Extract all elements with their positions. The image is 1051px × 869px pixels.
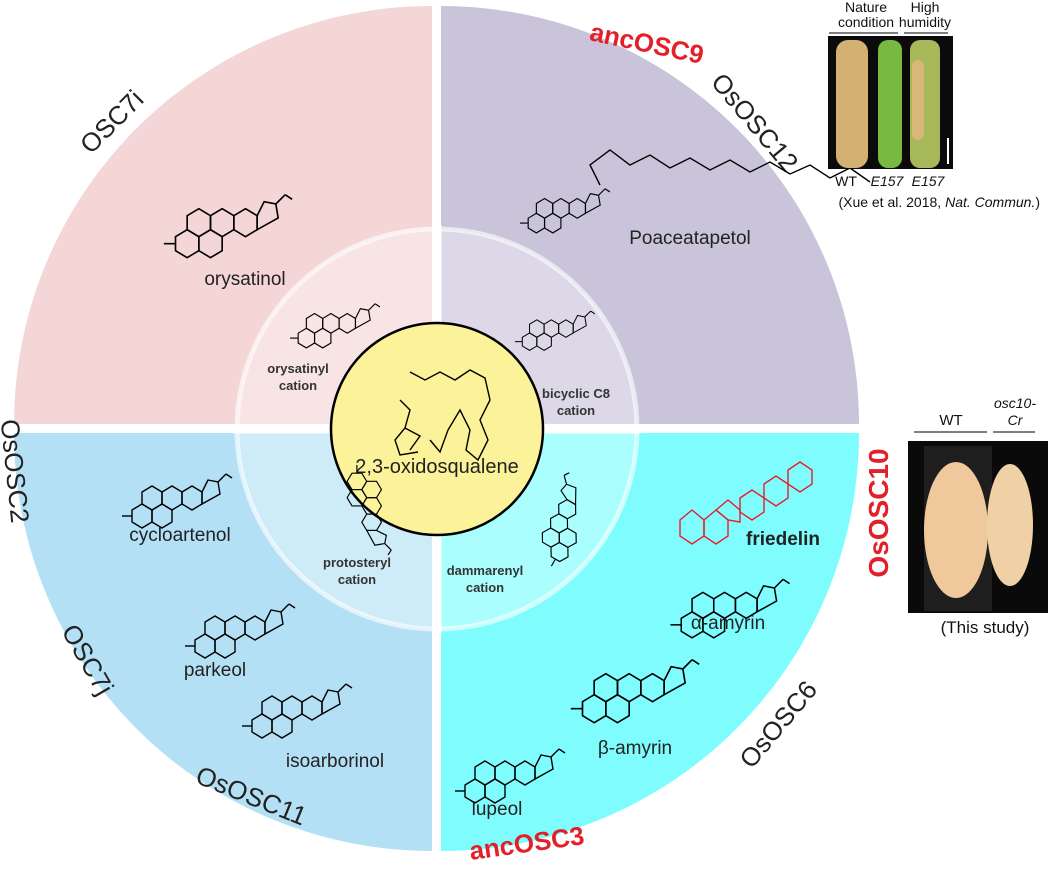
quadrant-bottom-right bbox=[441, 433, 859, 851]
poaceatapetol-structure bbox=[520, 149, 871, 234]
product-poaceatapetol: Poaceatapetol bbox=[629, 228, 751, 249]
product-cycloartenol: cycloartenol bbox=[129, 525, 230, 546]
lane-wt: WT bbox=[835, 173, 857, 189]
product-orysatinol: orysatinol bbox=[204, 269, 285, 290]
product-lupeol: lupeol bbox=[472, 799, 523, 820]
product-friedelin: friedelin bbox=[746, 529, 820, 550]
product-parkeol: parkeol bbox=[184, 660, 246, 681]
seed-photo-panel: WT osc10-Cr (This study) bbox=[908, 395, 1048, 637]
header-wt: WT bbox=[939, 412, 962, 429]
caption-this-study: (This study) bbox=[941, 618, 1030, 637]
product-beta-amyrin: β-amyrin bbox=[598, 738, 672, 759]
header-osc10-cr: osc10-Cr bbox=[994, 395, 1036, 428]
quadrant-top-left bbox=[14, 6, 432, 424]
product-alpha-amyrin: α-amyrin bbox=[691, 613, 765, 634]
enzyme-ososc10: OsOSC10 bbox=[863, 448, 894, 577]
product-isoarborinol: isoarborinol bbox=[286, 751, 384, 772]
oxidosqualene-structure bbox=[394, 369, 491, 462]
friedelin-structure bbox=[679, 461, 813, 545]
center-label: 2,3-oxidosqualene bbox=[355, 456, 518, 478]
quadrant-bottom-left bbox=[14, 433, 432, 851]
lane-e157-humidity: E157 bbox=[912, 173, 946, 189]
citation: (Xue et al. 2018, Nat. Commun.) bbox=[838, 194, 1040, 210]
seed-osc10-cr bbox=[987, 464, 1033, 586]
center-circle bbox=[329, 321, 545, 537]
quadrant-top-right bbox=[441, 6, 859, 424]
lane-e157-nature: E157 bbox=[871, 173, 905, 189]
seed-wt bbox=[924, 462, 988, 598]
